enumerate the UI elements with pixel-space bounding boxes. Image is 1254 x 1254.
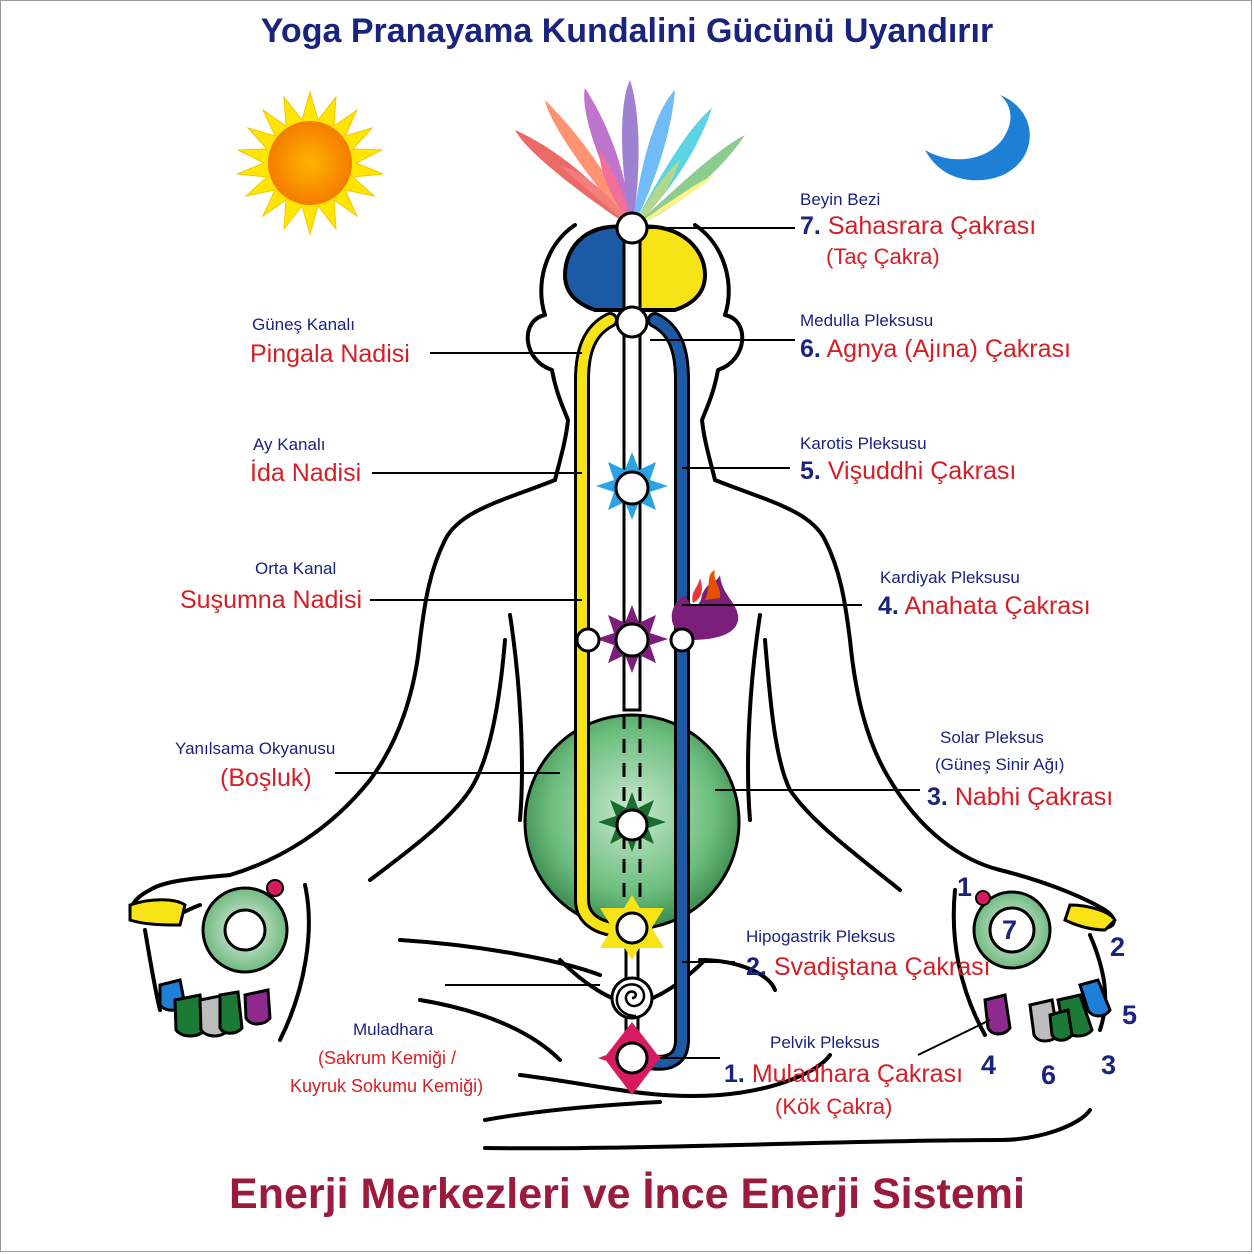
chakra-2-label: 2. Svadiştana Çakrası	[746, 953, 991, 981]
right-hand-dot	[975, 890, 991, 906]
chakra-5-label: 5. Vişuddhi Çakrası	[800, 457, 1017, 485]
chakra-1-alt: (Kök Çakra)	[775, 1094, 893, 1119]
kundalini-spiral-icon	[610, 976, 654, 1020]
muladhara-label-2: Kuyruk Sokumu Kemiği)	[290, 1076, 484, 1096]
left-heart-node	[575, 627, 601, 653]
chakra-3-sub2: (Güneş Sinir Ağı)	[935, 755, 1065, 774]
crescent-moon-icon	[925, 95, 1030, 181]
sushumna-label: Suşumna Nadisi	[180, 586, 363, 614]
leader-lines	[335, 227, 991, 1059]
hand-number-2: 2	[1110, 932, 1126, 962]
chakra-5-star	[596, 452, 668, 520]
void-sub: Yanılsama Okyanusu	[175, 739, 336, 758]
pingala-label: Pingala Nadisi	[250, 340, 410, 368]
diagram-subtitle: Enerji Merkezleri ve İnce Enerji Sistemi	[229, 1170, 1025, 1218]
muladhara-label-1: (Sakrum Kemiği /	[318, 1048, 457, 1068]
chakra-1-diamond	[598, 1022, 666, 1095]
chakra-3-sub: Solar Pleksus	[940, 728, 1044, 747]
hand-number-7: 7	[1002, 915, 1018, 945]
chakra-6-label: 6. Agnya (Ajına) Çakrası	[800, 335, 1071, 363]
sun-icon	[236, 90, 384, 236]
chakra-7-alt: (Taç Çakra)	[826, 244, 940, 269]
chakra-7-node	[615, 211, 649, 245]
right-hand-fingers	[983, 903, 1117, 1043]
chakra-3-star	[598, 792, 666, 852]
muladhara-sub: Muladhara	[353, 1020, 434, 1039]
void-label: (Boşluk)	[220, 764, 312, 792]
page-title: Yoga Pranayama Kundalini Gücünü Uyandırı…	[260, 12, 994, 50]
chakra-6-sub: Medulla Pleksusu	[800, 311, 934, 330]
chakra-5-sub: Karotis Pleksusu	[800, 434, 927, 453]
chakra-3-label: 3. Nabhi Çakrası	[927, 783, 1114, 811]
hand-number-4: 4	[981, 1050, 997, 1080]
heart-flame-icon	[669, 570, 739, 653]
left-hand-dot	[266, 879, 284, 897]
chakra-2-sub: Hipogastrik Pleksus	[746, 927, 896, 946]
chakra-6-node	[615, 305, 649, 339]
hand-number-1: 1	[957, 872, 973, 902]
chakra-7-sub: Beyin Bezi	[800, 190, 881, 209]
left-hand-fingers	[128, 898, 272, 1038]
crown-petals	[515, 80, 745, 228]
ida-head-lobe	[562, 224, 634, 312]
chakra-4-label: 4. Anahata Çakrası	[878, 592, 1091, 620]
chakra-4-sub: Kardiyak Pleksusu	[880, 568, 1020, 587]
pingala-sub: Güneş Kanalı	[252, 315, 356, 334]
chakra-4-star	[596, 605, 668, 673]
chakra-2-star	[600, 895, 664, 960]
sushumna-sub: Orta Kanal	[255, 559, 337, 578]
hand-number-3: 3	[1101, 1050, 1117, 1080]
chakra-7-label: 7. Sahasrara Çakrası	[800, 212, 1037, 240]
chakra-1-label: 1. Muladhara Çakrası	[724, 1060, 964, 1088]
hand-number-5: 5	[1122, 1000, 1138, 1030]
hand-number-6: 6	[1041, 1060, 1057, 1090]
chakra-1-sub: Pelvik Pleksus	[770, 1033, 880, 1052]
ida-label: İda Nadisi	[250, 459, 362, 487]
ida-sub: Ay Kanalı	[253, 435, 326, 454]
